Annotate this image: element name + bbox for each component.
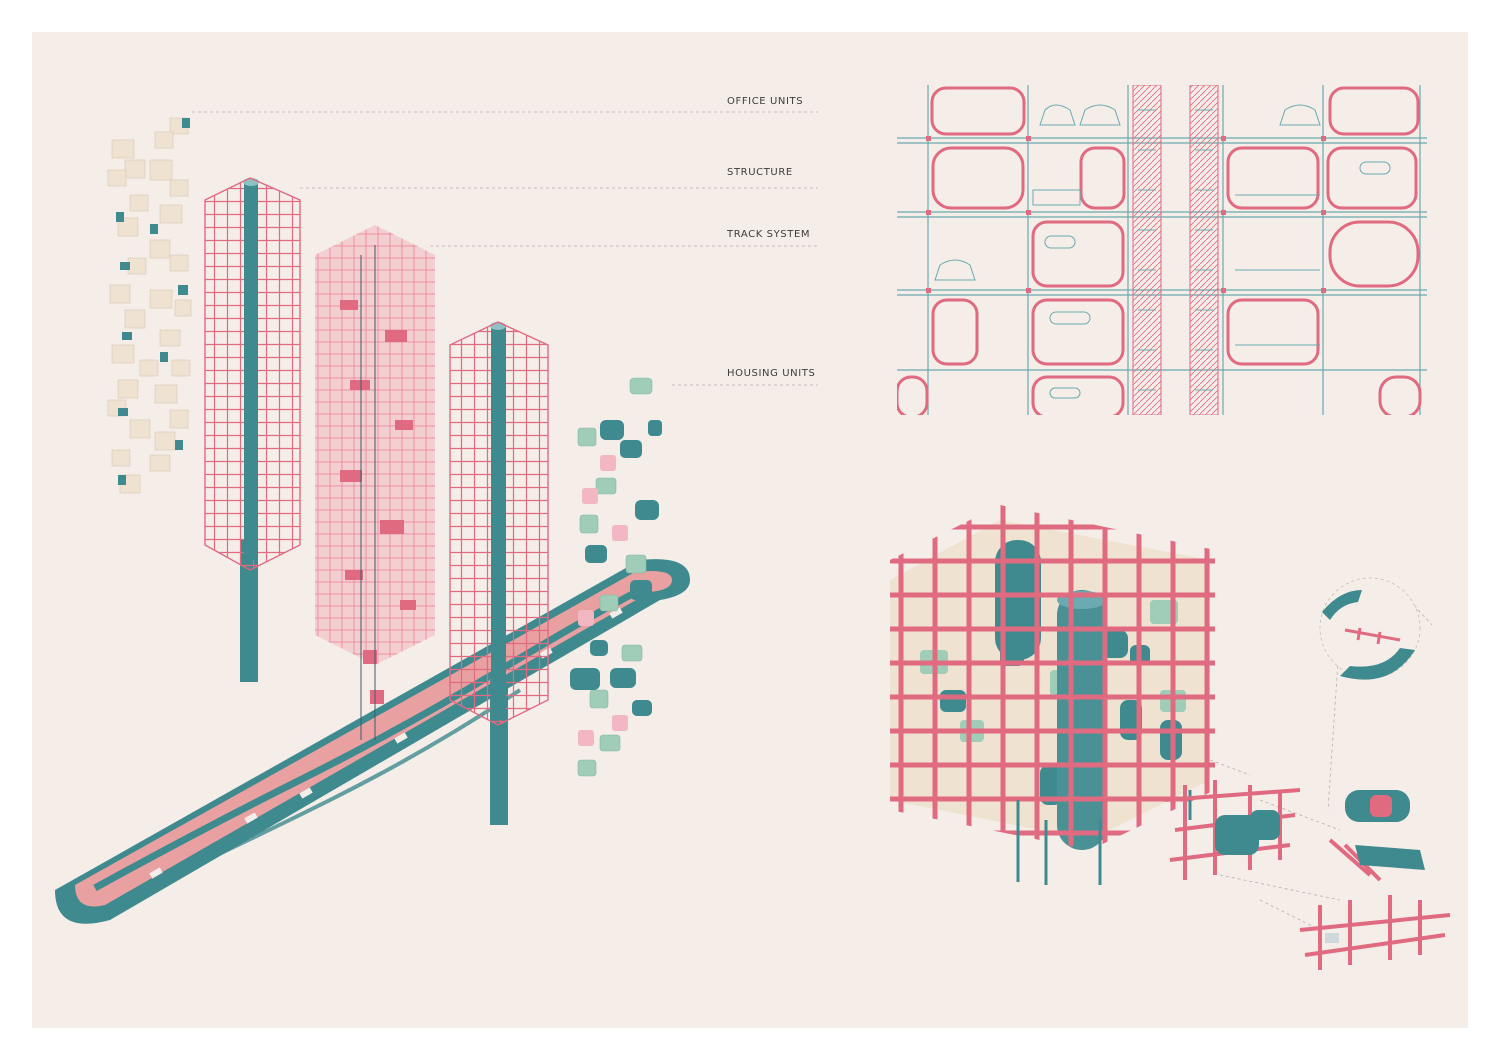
label-structure: STRUCTURE <box>727 167 793 178</box>
tower-track-system-2 <box>315 225 435 740</box>
detail-axonometric <box>890 505 1215 885</box>
label-housing-units: HOUSING UNITS <box>727 368 816 379</box>
tower-structure-1 <box>204 177 301 682</box>
housing-units-cluster <box>570 377 662 777</box>
label-track-system: TRACK SYSTEM <box>727 229 811 240</box>
office-units-cluster <box>107 117 192 494</box>
detail-magnifier <box>1319 577 1421 680</box>
exploded-components <box>1164 780 1451 970</box>
elevation-drawing <box>897 85 1427 415</box>
label-office-units: OFFICE UNITS <box>727 96 804 107</box>
tower-structure-3 <box>449 321 549 825</box>
